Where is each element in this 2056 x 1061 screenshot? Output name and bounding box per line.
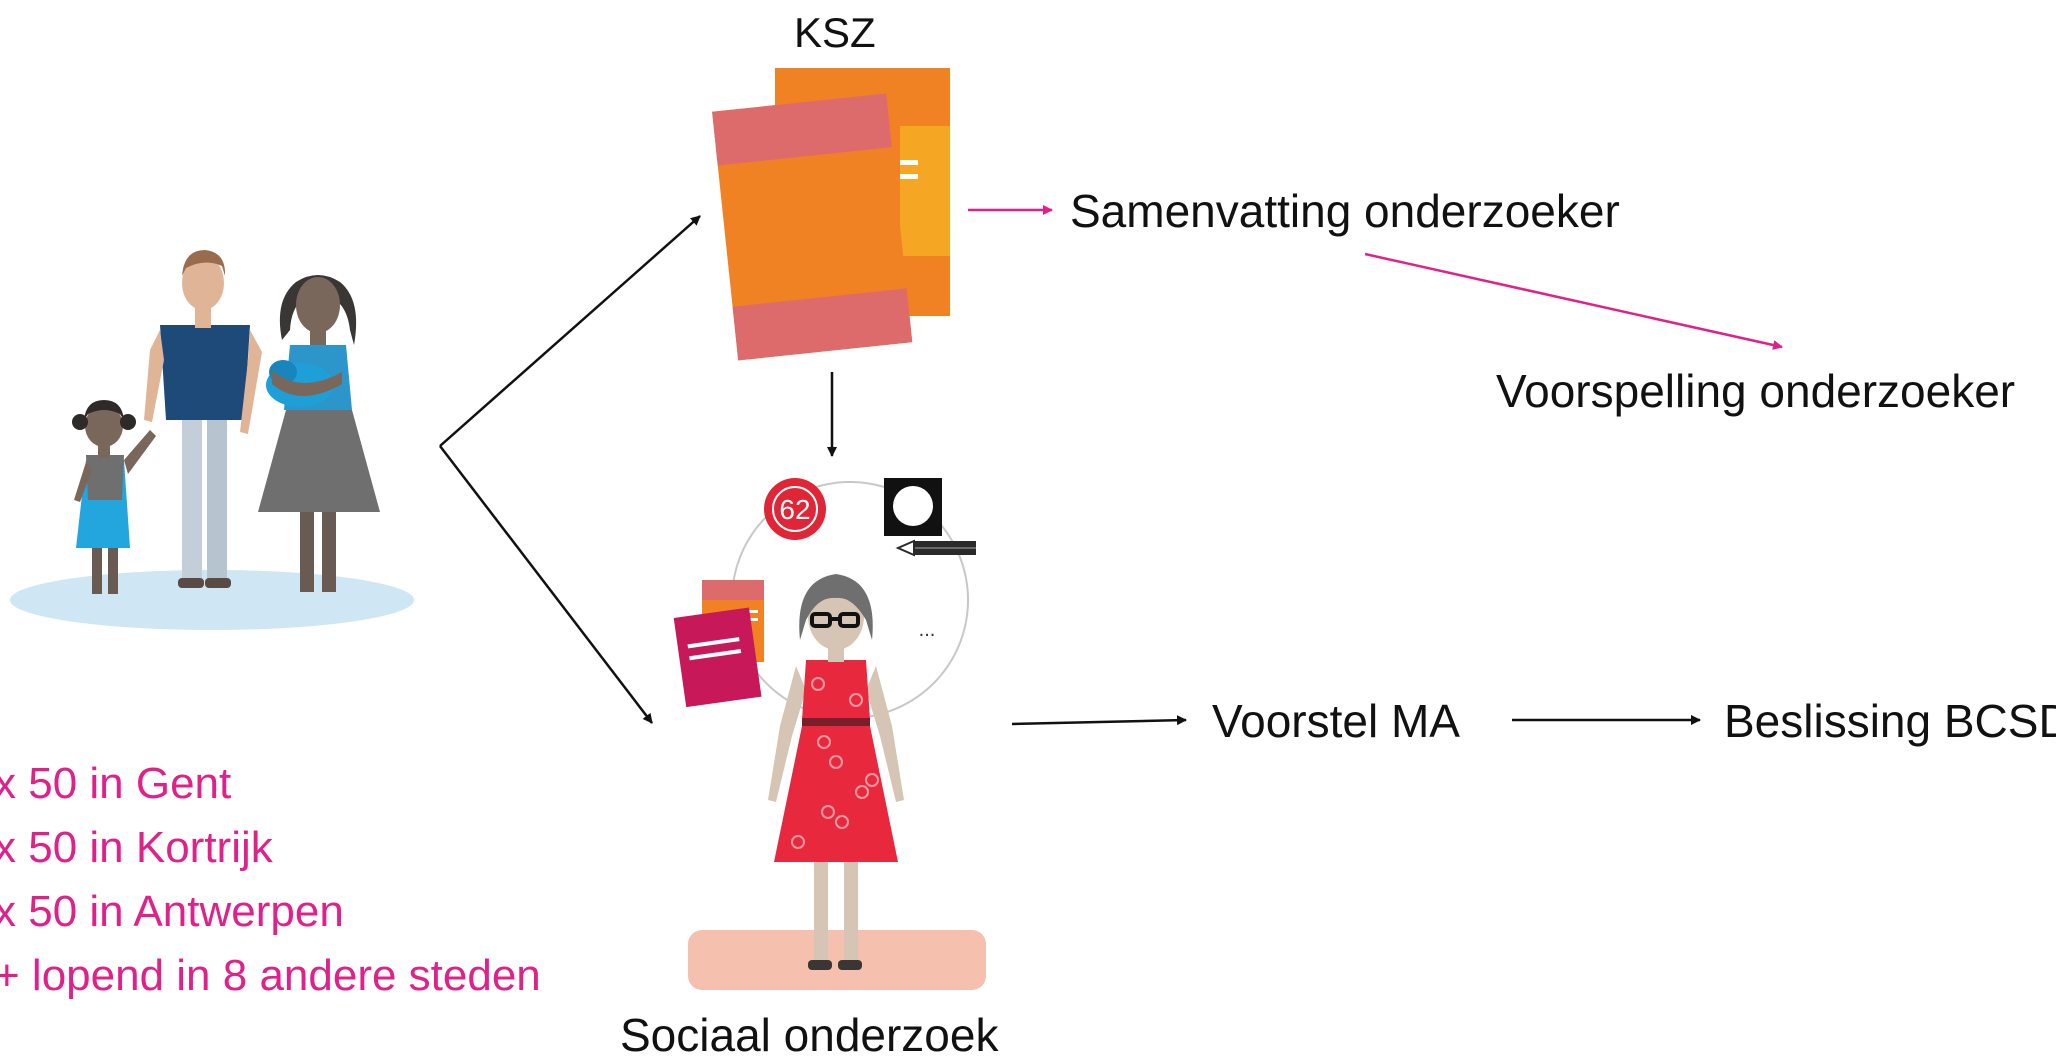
girl-figure [72, 400, 156, 594]
arrow-samenvatting-to-voorspelling [1364, 252, 1783, 350]
tablet-icon [884, 478, 942, 536]
badge-number: 62 [779, 494, 810, 525]
number-badge-icon: 62 [764, 478, 826, 540]
ellipsis-mark: ... [919, 619, 936, 641]
voorspelling-label: Voorspelling onderzoeker [1496, 365, 2016, 417]
beslissing-label: Beslissing BCSD [1724, 695, 2056, 747]
arrow-family-to-worker [439, 445, 653, 724]
arrows [439, 205, 1783, 726]
father-figure [144, 250, 262, 588]
family-illustration [10, 250, 414, 630]
city-item: x 50 in Gent [0, 759, 232, 808]
ksz-label: KSZ [794, 9, 876, 56]
social-worker-illustration: 62 ... [673, 478, 986, 990]
voorstel-label: Voorstel MA [1212, 695, 1460, 747]
city-item: + lopend in 8 andere steden [0, 951, 541, 1000]
mother-figure [258, 275, 380, 592]
folder-documents-icon [712, 68, 950, 361]
samenvatting-label: Samenvatting onderzoeker [1070, 185, 1620, 237]
arrow-worker-to-voorstel [1011, 715, 1187, 726]
worker-floor [688, 930, 986, 990]
glasses-icon [810, 612, 860, 628]
pencil-icon [895, 539, 976, 557]
worker-figure [768, 574, 904, 970]
arrow-family-to-ksz [439, 215, 701, 447]
sociaal-onderzoek-label: Sociaal onderzoek [620, 1009, 999, 1061]
city-list: x 50 in Gent x 50 in Kortrijk x 50 in An… [0, 752, 541, 1008]
city-item: x 50 in Kortrijk [0, 823, 273, 872]
city-item: x 50 in Antwerpen [0, 887, 344, 936]
document-icon [673, 580, 764, 708]
